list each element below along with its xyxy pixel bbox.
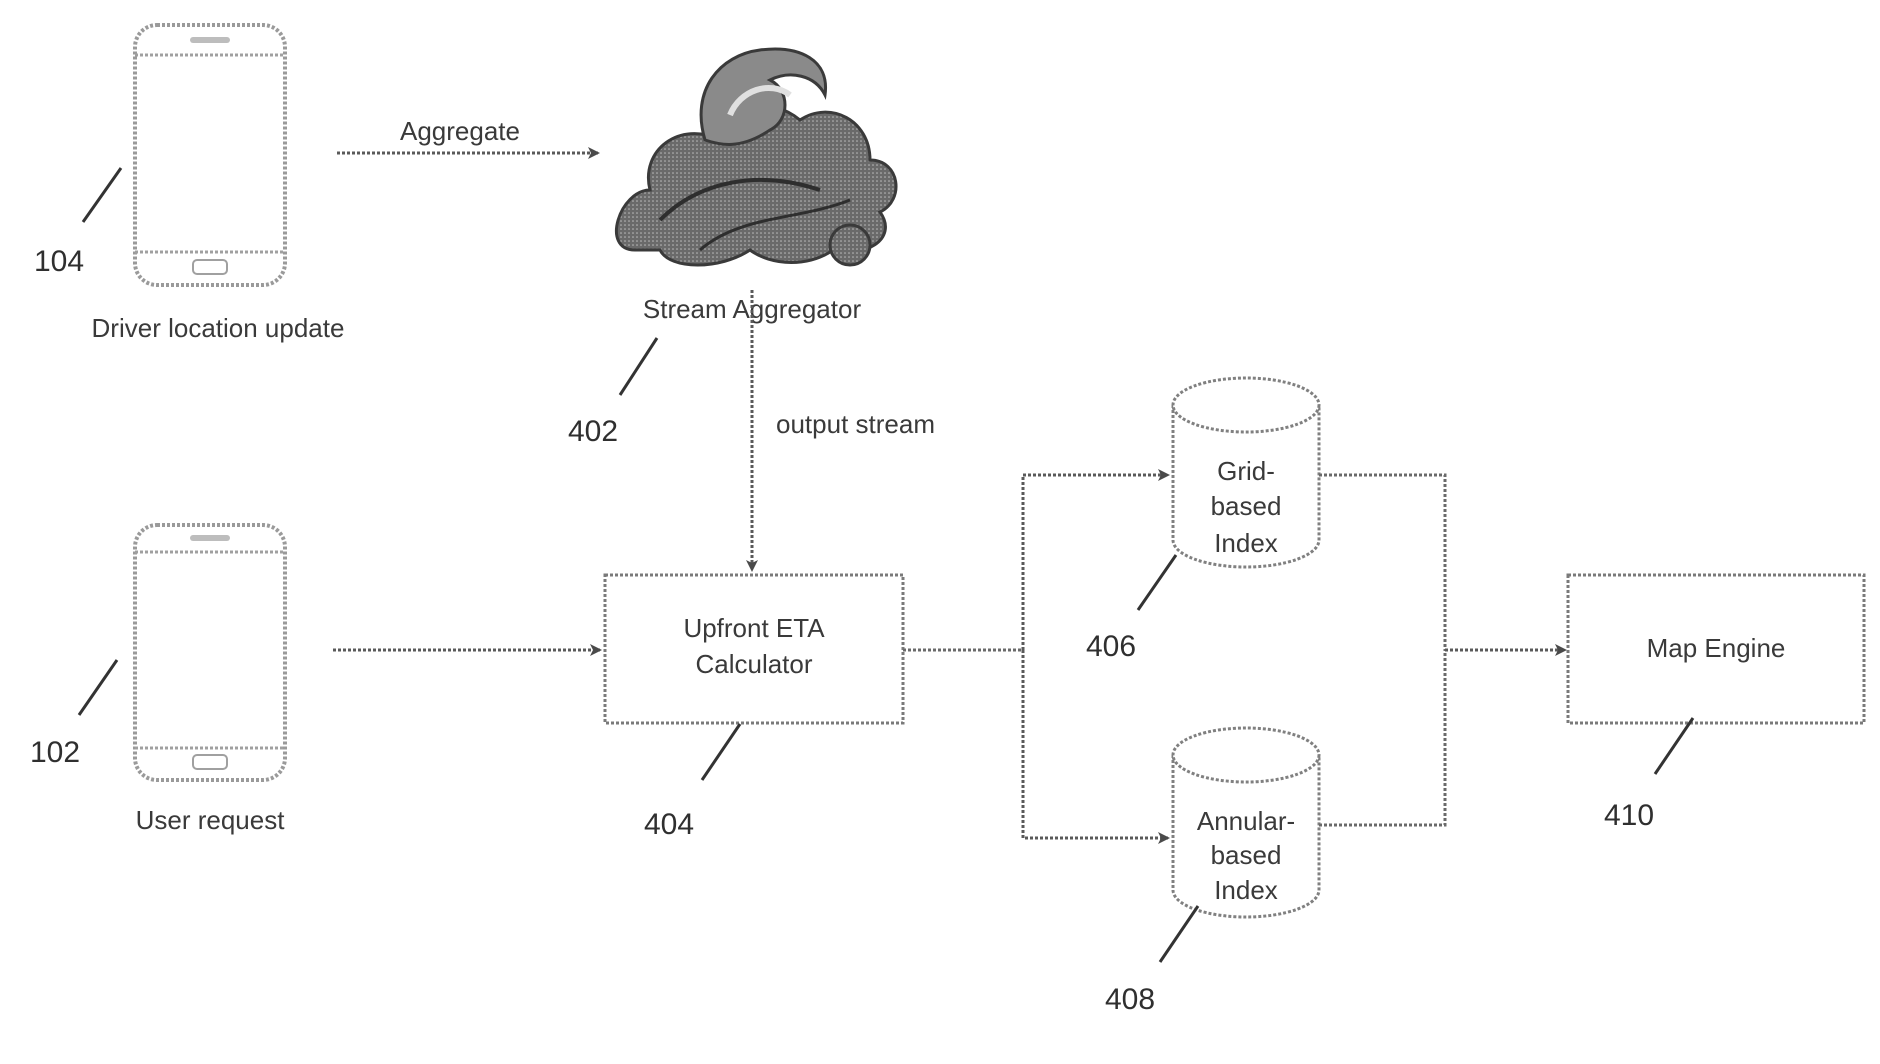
grid-index-label-line1: Grid- xyxy=(1217,456,1275,486)
eta-calculator-label-line1: Upfront ETA xyxy=(683,613,825,643)
ref-104: 104 xyxy=(34,245,84,278)
annular-index-label-line1: Annular- xyxy=(1197,806,1295,836)
leader-line-410 xyxy=(1655,718,1693,774)
output-stream-label: output stream xyxy=(776,409,935,439)
ref-410: 410 xyxy=(1604,799,1654,832)
leader-line-104 xyxy=(83,168,121,222)
annular-index-label-line2: based xyxy=(1211,840,1282,870)
stream-aggregator-cloud-icon xyxy=(616,49,896,265)
map-engine-label: Map Engine xyxy=(1647,633,1786,663)
ref-408: 408 xyxy=(1105,983,1155,1016)
grid-index-label-line2: based xyxy=(1211,491,1282,521)
driver-location-label: Driver location update xyxy=(92,313,345,343)
leader-line-408 xyxy=(1160,906,1198,962)
ref-102: 102 xyxy=(30,736,80,769)
ref-406: 406 xyxy=(1086,630,1136,663)
leader-line-402 xyxy=(620,338,657,395)
grid-branch-arrow xyxy=(1023,475,1168,650)
eta-calculator-label-line2: Calculator xyxy=(695,649,812,679)
driver-phone-icon xyxy=(135,25,285,285)
annular-merge-connector xyxy=(1319,650,1445,825)
annular-index-label-line3: Index xyxy=(1214,875,1278,905)
grid-index-label-line3: Index xyxy=(1214,528,1278,558)
stream-aggregator-label: Stream Aggregator xyxy=(643,294,862,324)
leader-line-102 xyxy=(79,660,117,715)
aggregate-label: Aggregate xyxy=(400,116,520,146)
annular-branch-arrow xyxy=(1023,650,1168,838)
grid-merge-connector xyxy=(1319,475,1445,650)
ref-404: 404 xyxy=(644,808,694,841)
leader-line-404 xyxy=(702,724,740,780)
ref-402: 402 xyxy=(568,415,618,448)
user-request-label: User request xyxy=(136,805,286,835)
leader-line-406 xyxy=(1138,555,1176,610)
user-phone-icon xyxy=(135,525,285,780)
